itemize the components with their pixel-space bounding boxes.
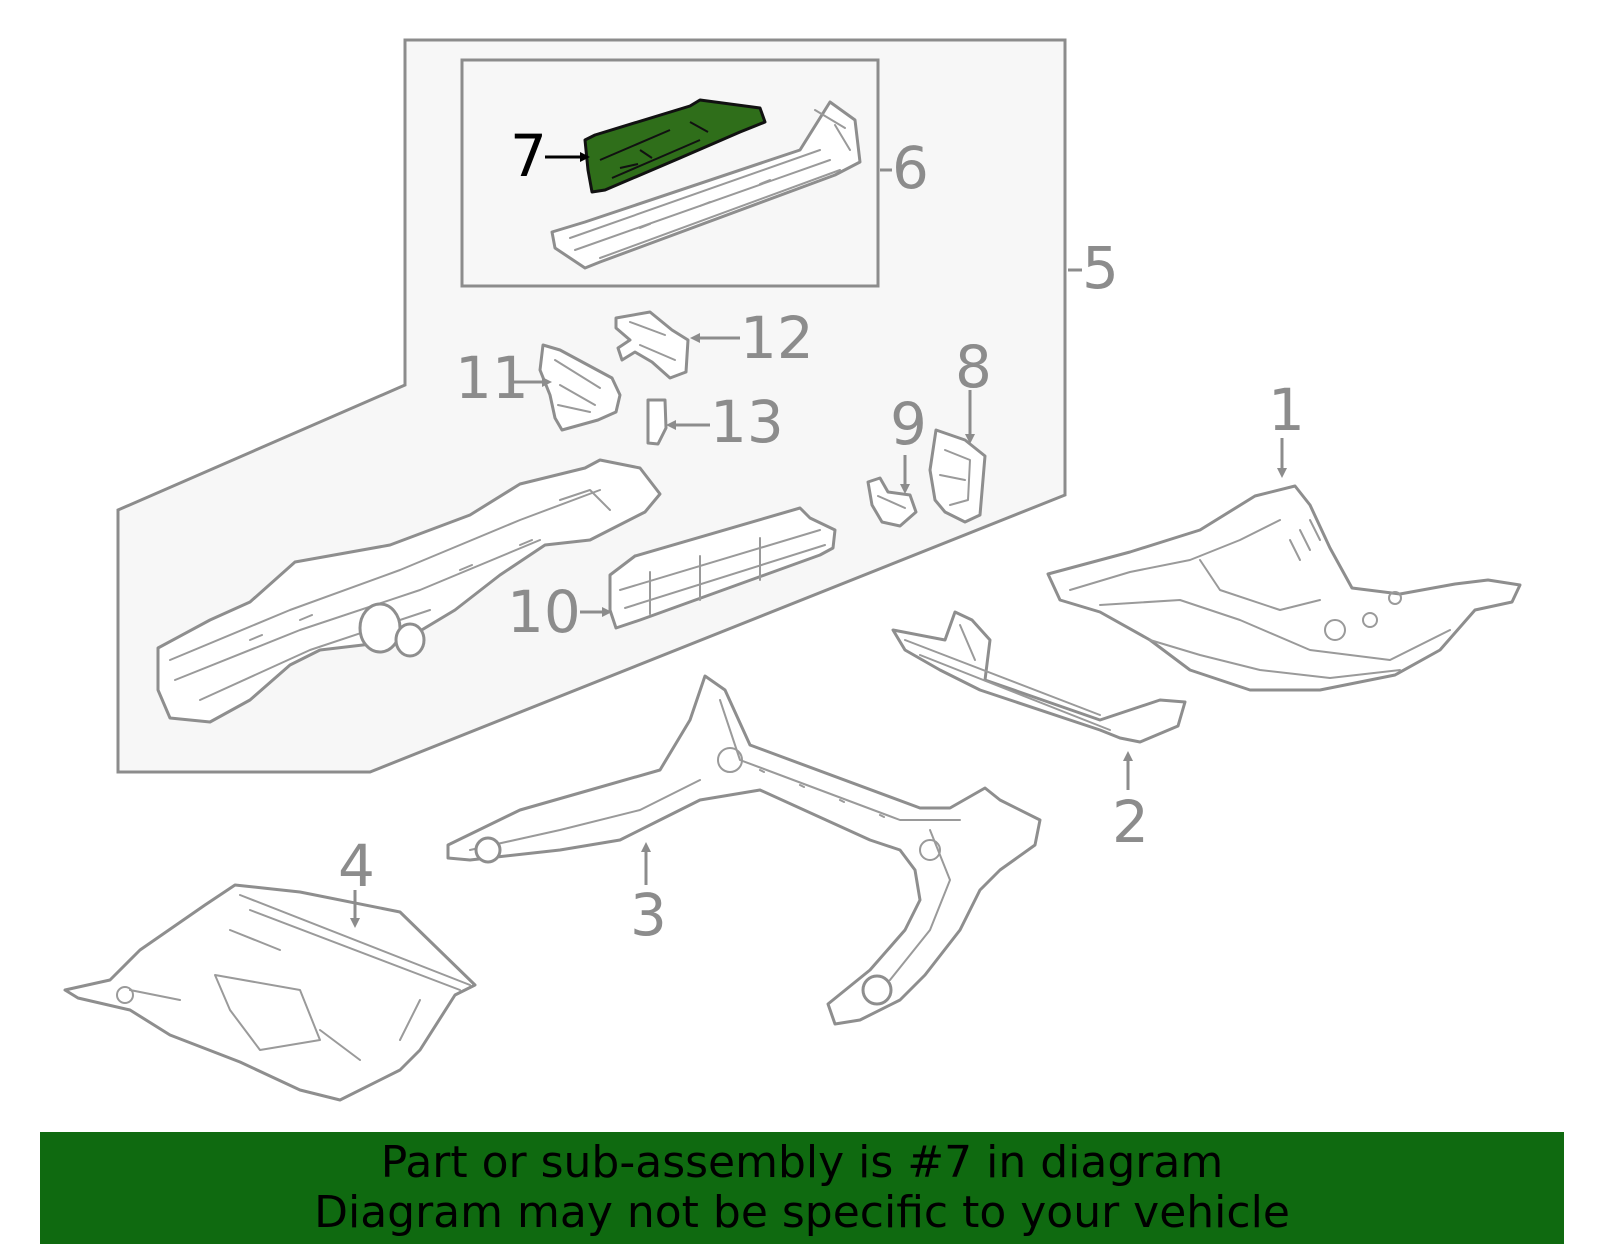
part-8-panel[interactable] <box>928 428 987 524</box>
part-6-side-sill[interactable] <box>550 100 862 270</box>
part-1-floor-pan[interactable] <box>1046 484 1522 692</box>
callout-3: 3 <box>630 881 667 949</box>
callout-5: 5 <box>1082 234 1119 302</box>
part-7-reinforcement[interactable] <box>583 98 767 194</box>
callout-10: 10 <box>507 578 581 646</box>
leader-lines <box>350 152 1287 928</box>
part-9-bracket[interactable] <box>866 476 918 528</box>
callout-1: 1 <box>1268 376 1305 444</box>
part-10-rail[interactable] <box>608 506 837 630</box>
callout-13: 13 <box>710 388 784 456</box>
callout-2: 2 <box>1112 788 1149 856</box>
part-4-front-floor[interactable] <box>63 883 477 1102</box>
part-11-bracket[interactable] <box>538 343 622 432</box>
callout-8: 8 <box>955 333 992 401</box>
callout-6: 6 <box>892 134 929 202</box>
part-3-subframe[interactable] <box>446 674 1042 1026</box>
assembly-6-frame <box>460 58 880 288</box>
part-12-bracket[interactable] <box>614 310 690 380</box>
callout-9: 9 <box>890 390 927 458</box>
part-13-clip[interactable] <box>646 398 668 446</box>
banner-line-2: Diagram may not be specific to your vehi… <box>314 1187 1290 1238</box>
callout-7: 7 <box>510 122 547 190</box>
rear-frame-rail[interactable] <box>156 458 662 724</box>
callout-11: 11 <box>455 344 529 412</box>
callout-12: 12 <box>740 304 814 372</box>
part-2-crossmember[interactable] <box>891 610 1187 744</box>
info-banner: Part or sub-assembly is #7 in diagram Di… <box>40 1132 1564 1244</box>
banner-line-1: Part or sub-assembly is #7 in diagram <box>380 1137 1224 1188</box>
callout-4: 4 <box>338 832 375 900</box>
